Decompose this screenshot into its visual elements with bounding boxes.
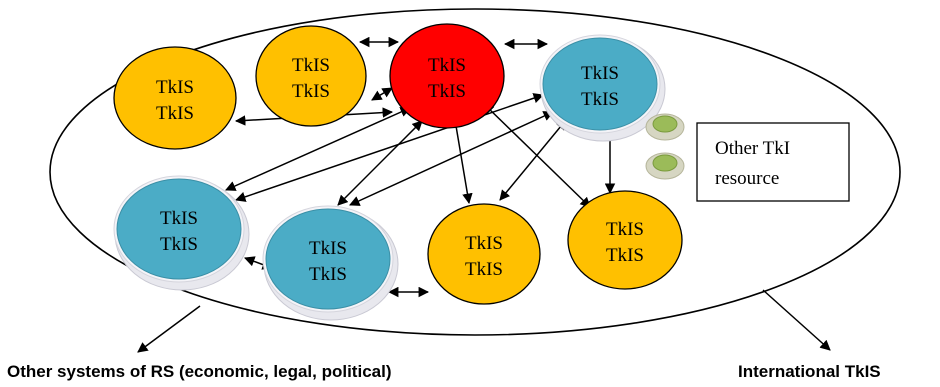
node-label-line1: TkIS <box>309 238 347 259</box>
node-label-line1: TkIS <box>465 233 503 254</box>
tkis-node-blue: TkIS TkIS <box>113 175 250 291</box>
tkis-node-blue: TkIS TkIS <box>539 34 666 142</box>
link-n7-n4 <box>499 119 567 201</box>
node-label-line2: TkIS <box>465 259 503 280</box>
ecosystem-ellipse <box>49 8 901 336</box>
tkis-node-blue: TkIS TkIS <box>262 205 399 321</box>
node-label-line2: TkIS <box>156 103 194 124</box>
resource-box-line2: resource <box>715 168 779 189</box>
node-label-line1: TkIS <box>606 219 644 240</box>
node-label-line1: TkIS <box>160 208 198 229</box>
caption-international: International TkIS <box>738 362 881 381</box>
tkis-node-orange: TkIS TkIS <box>255 25 367 127</box>
tkis-node-orange: TkIS TkIS <box>567 190 683 290</box>
node-label-line2: TkIS <box>606 245 644 266</box>
other-resource-box: Other TkI resource <box>696 122 850 202</box>
link-out-left <box>137 305 201 353</box>
resource-disk-icon <box>645 152 685 180</box>
resource-box-line1: Other TkI <box>715 138 790 159</box>
caption-other-systems: Other systems of RS (economic, legal, po… <box>7 362 391 381</box>
node-label-line1: TkIS <box>428 55 466 76</box>
link-n2-n3-diag <box>371 87 393 101</box>
node-label-line1: TkIS <box>292 55 330 76</box>
tkis-node-orange: TkIS TkIS <box>427 203 541 305</box>
node-label-line2: TkIS <box>428 81 466 102</box>
nodes-layer: TkISTkISTkISTkISTkISTkISTkISTkISTkISTkIS… <box>113 23 683 321</box>
node-label-line2: TkIS <box>292 81 330 102</box>
link-n6-n3 <box>337 120 423 206</box>
link-n7-n3 <box>450 112 473 205</box>
link-out-right <box>762 289 831 351</box>
node-label-line2: TkIS <box>309 264 347 285</box>
node-label-line1: TkIS <box>581 63 619 84</box>
tkis-node-red: TkIS TkIS <box>389 23 505 129</box>
node-label-line1: TkIS <box>156 77 194 98</box>
resource-disk-icon <box>645 113 685 141</box>
node-label-line2: TkIS <box>581 89 619 110</box>
node-label-line2: TkIS <box>160 234 198 255</box>
tkis-node-orange: TkIS TkIS <box>113 46 237 150</box>
